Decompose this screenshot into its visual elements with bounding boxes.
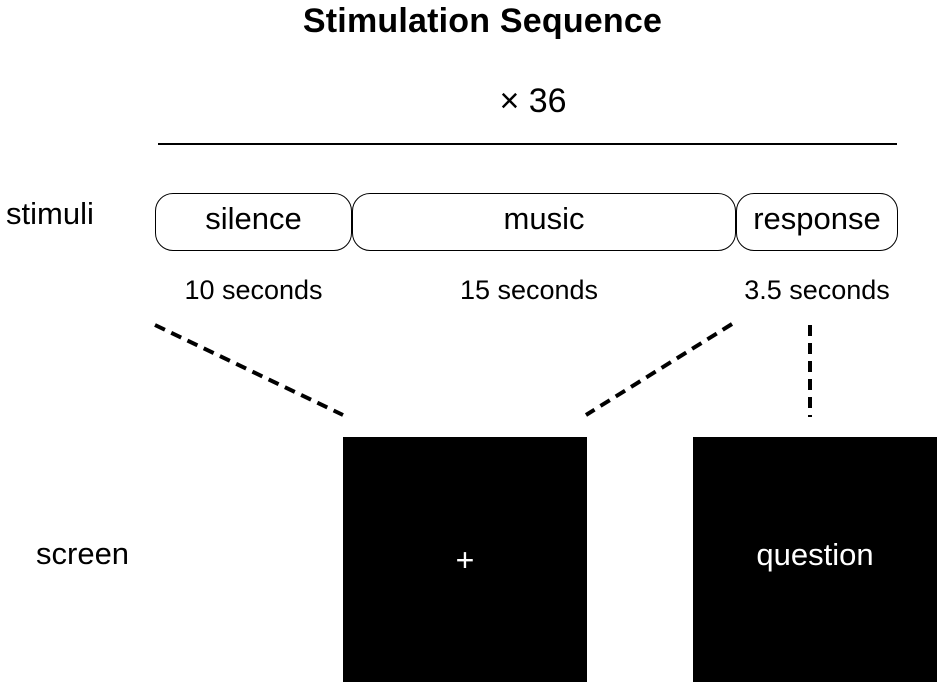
sequence-rule	[158, 143, 897, 145]
repeat-count: × 36	[499, 82, 567, 120]
connector-middle	[584, 322, 734, 417]
duration-silence: 10 seconds	[184, 275, 323, 305]
segment-music: music	[352, 193, 736, 251]
fixation-screen: +	[343, 437, 587, 682]
segment-response: response	[736, 193, 898, 251]
question-text: question	[756, 536, 874, 572]
screen-row-label: screen	[36, 536, 130, 571]
question-screen: question	[693, 437, 937, 682]
duration-music: 15 seconds	[459, 275, 599, 305]
stimuli-row-label: stimuli	[6, 196, 94, 231]
duration-response: 3.5 seconds	[744, 275, 890, 305]
connector-left	[154, 323, 344, 417]
diagram-title: Stimulation Sequence	[302, 2, 663, 40]
segment-silence: silence	[155, 193, 352, 251]
fixation-cross: +	[455, 542, 475, 578]
